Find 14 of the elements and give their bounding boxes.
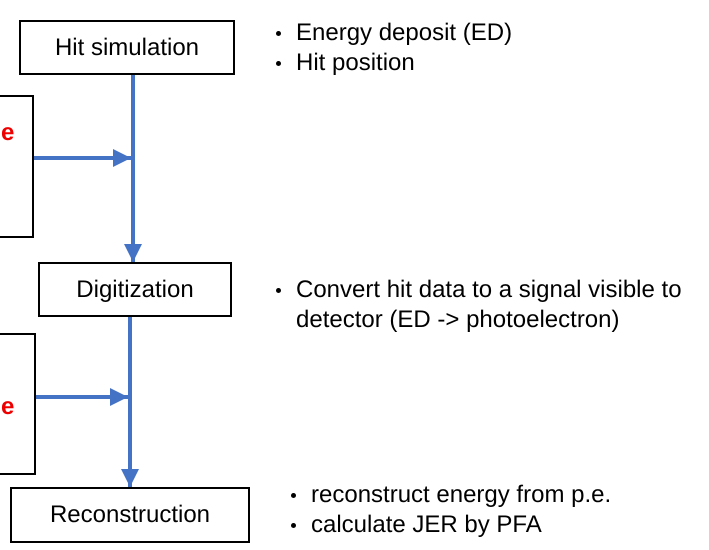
note-text: Convert hit data to a signal visible to detector (ED -> photoelectron)	[296, 276, 682, 333]
arrow	[124, 75, 142, 262]
process-box: Digitization	[38, 262, 232, 317]
note-text: Hit position	[296, 49, 415, 76]
note-text: reconstruct energy from p.e.	[311, 481, 612, 508]
arrow	[36, 388, 128, 406]
process-box: Reconstruction	[10, 487, 250, 543]
arrow	[34, 149, 131, 167]
arrow	[121, 317, 139, 487]
note-text: calculate JER by PFA	[311, 511, 542, 538]
note-text: Energy deposit (ED)	[296, 19, 512, 46]
process-box: Hit simulation	[19, 20, 235, 75]
partial-box: e	[0, 333, 36, 475]
partial-box: e	[0, 95, 34, 238]
